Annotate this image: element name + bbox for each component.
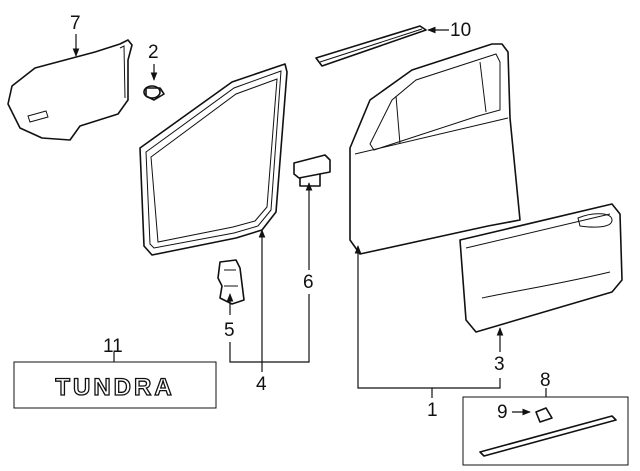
- belt-molding-part[interactable]: [315, 25, 427, 67]
- molding-set-part[interactable]: [462, 396, 629, 466]
- emblem-text: TUNDRA: [55, 374, 174, 401]
- callout-11: 11: [103, 336, 123, 357]
- outer-panel-part[interactable]: [459, 203, 623, 333]
- hinge-part[interactable]: [217, 259, 245, 305]
- callout-4: 4: [256, 374, 267, 395]
- callout-9: 9: [497, 402, 508, 423]
- callout-7: 7: [70, 13, 81, 34]
- emblem-part[interactable]: [13, 361, 217, 409]
- callout-1: 1: [427, 400, 438, 421]
- clip-part[interactable]: [143, 85, 165, 101]
- bracket-part[interactable]: [293, 154, 331, 187]
- weatherstrip-part[interactable]: [139, 63, 288, 256]
- callout-2: 2: [148, 42, 159, 63]
- callout-5: 5: [224, 320, 235, 341]
- watershield-part[interactable]: [7, 39, 133, 141]
- callout-3: 3: [494, 354, 505, 375]
- callout-8: 8: [540, 370, 551, 391]
- callout-10: 10: [450, 20, 471, 41]
- callout-6: 6: [303, 272, 314, 293]
- door-shell-part[interactable]: [349, 43, 521, 255]
